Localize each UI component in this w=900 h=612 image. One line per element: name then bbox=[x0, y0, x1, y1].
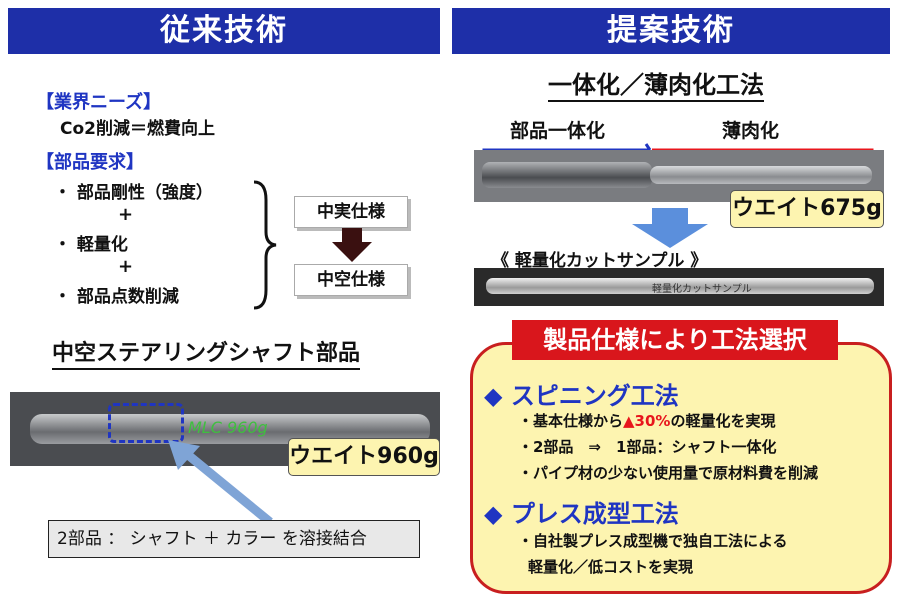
solid-spec-box: 中実仕様 bbox=[294, 196, 408, 228]
curly-brace-icon bbox=[253, 180, 277, 310]
weight-label-left: ウエイト960g bbox=[288, 438, 440, 476]
spinning-line-1: ・基本仕様から▲30%の軽量化を実現 bbox=[518, 410, 775, 431]
weight-reduction-highlight: ▲30% bbox=[623, 412, 671, 430]
requirement-item: ・ 部品剛性（強度） bbox=[54, 183, 213, 203]
plus-sign: + bbox=[118, 204, 134, 225]
shaft-mark: MLC 960g bbox=[188, 418, 268, 437]
cut-sample-shaft bbox=[486, 278, 874, 294]
shaft-thick bbox=[482, 162, 652, 188]
weight-label-right: ウエイト675g bbox=[730, 190, 884, 228]
label-integrated: 部品一体化 bbox=[510, 120, 606, 142]
label-thin: 薄肉化 bbox=[722, 120, 780, 142]
requirement-item: ・ 部品点数削減 bbox=[54, 287, 179, 307]
requirement-item: ・ 軽量化 bbox=[54, 235, 128, 255]
needs-text: Co2削減＝燃費向上 bbox=[60, 119, 215, 139]
press-line-1: ・自社製プレス成型機で独自工法による bbox=[518, 532, 788, 550]
hollow-spec-box: 中空仕様 bbox=[294, 264, 408, 296]
collar-highlight bbox=[108, 403, 184, 443]
pointer-arrow-icon bbox=[168, 440, 273, 526]
needs-title: 【業界ニーズ】 bbox=[36, 92, 162, 113]
method-title: 一体化／薄肉化工法 bbox=[548, 70, 764, 102]
right-header: 提案技術 bbox=[452, 8, 890, 54]
spinning-line-1-post: の軽量化を実現 bbox=[670, 412, 776, 430]
plus-sign: + bbox=[118, 256, 134, 277]
spinning-line-3: ・パイプ材の少ない使用量で原材料費を削減 bbox=[518, 464, 819, 482]
down-arrow-icon bbox=[332, 228, 372, 262]
down-arrow-icon bbox=[632, 208, 708, 248]
method-panel bbox=[470, 342, 892, 594]
cut-sample-photo: 軽量化カットサンプル bbox=[474, 268, 884, 306]
method-select-banner: 製品仕様により工法選択 bbox=[512, 320, 838, 360]
requirements-title: 【部品要求】 bbox=[36, 152, 144, 173]
cut-sample-tag: 軽量化カットサンプル bbox=[652, 284, 752, 295]
press-title: ◆ プレス成型工法 bbox=[484, 500, 679, 528]
caption-box: 2部品 ： シャフト ＋ カラー を溶接結合 bbox=[48, 520, 420, 558]
shaft-thin bbox=[650, 166, 872, 184]
spinning-line-2: ・2部品 ⇒ 1部品：シャフト一体化 bbox=[518, 438, 777, 456]
left-header: 従来技術 bbox=[8, 8, 440, 54]
hollow-shaft-photo: MLC 960g bbox=[10, 392, 440, 466]
spinning-line-1-pre: ・基本仕様から bbox=[518, 412, 624, 430]
spinning-title: ◆ スピニング工法 bbox=[484, 382, 679, 410]
part-title: 中空ステアリングシャフト部品 bbox=[52, 340, 361, 370]
integrated-shaft-photo bbox=[474, 150, 884, 202]
sample-label: 《 軽量化カットサンプル 》 bbox=[492, 251, 708, 271]
press-line-2: 軽量化／低コストを実現 bbox=[528, 558, 694, 576]
caption-text: 2部品 ： シャフト ＋ カラー を溶接結合 bbox=[57, 529, 367, 549]
